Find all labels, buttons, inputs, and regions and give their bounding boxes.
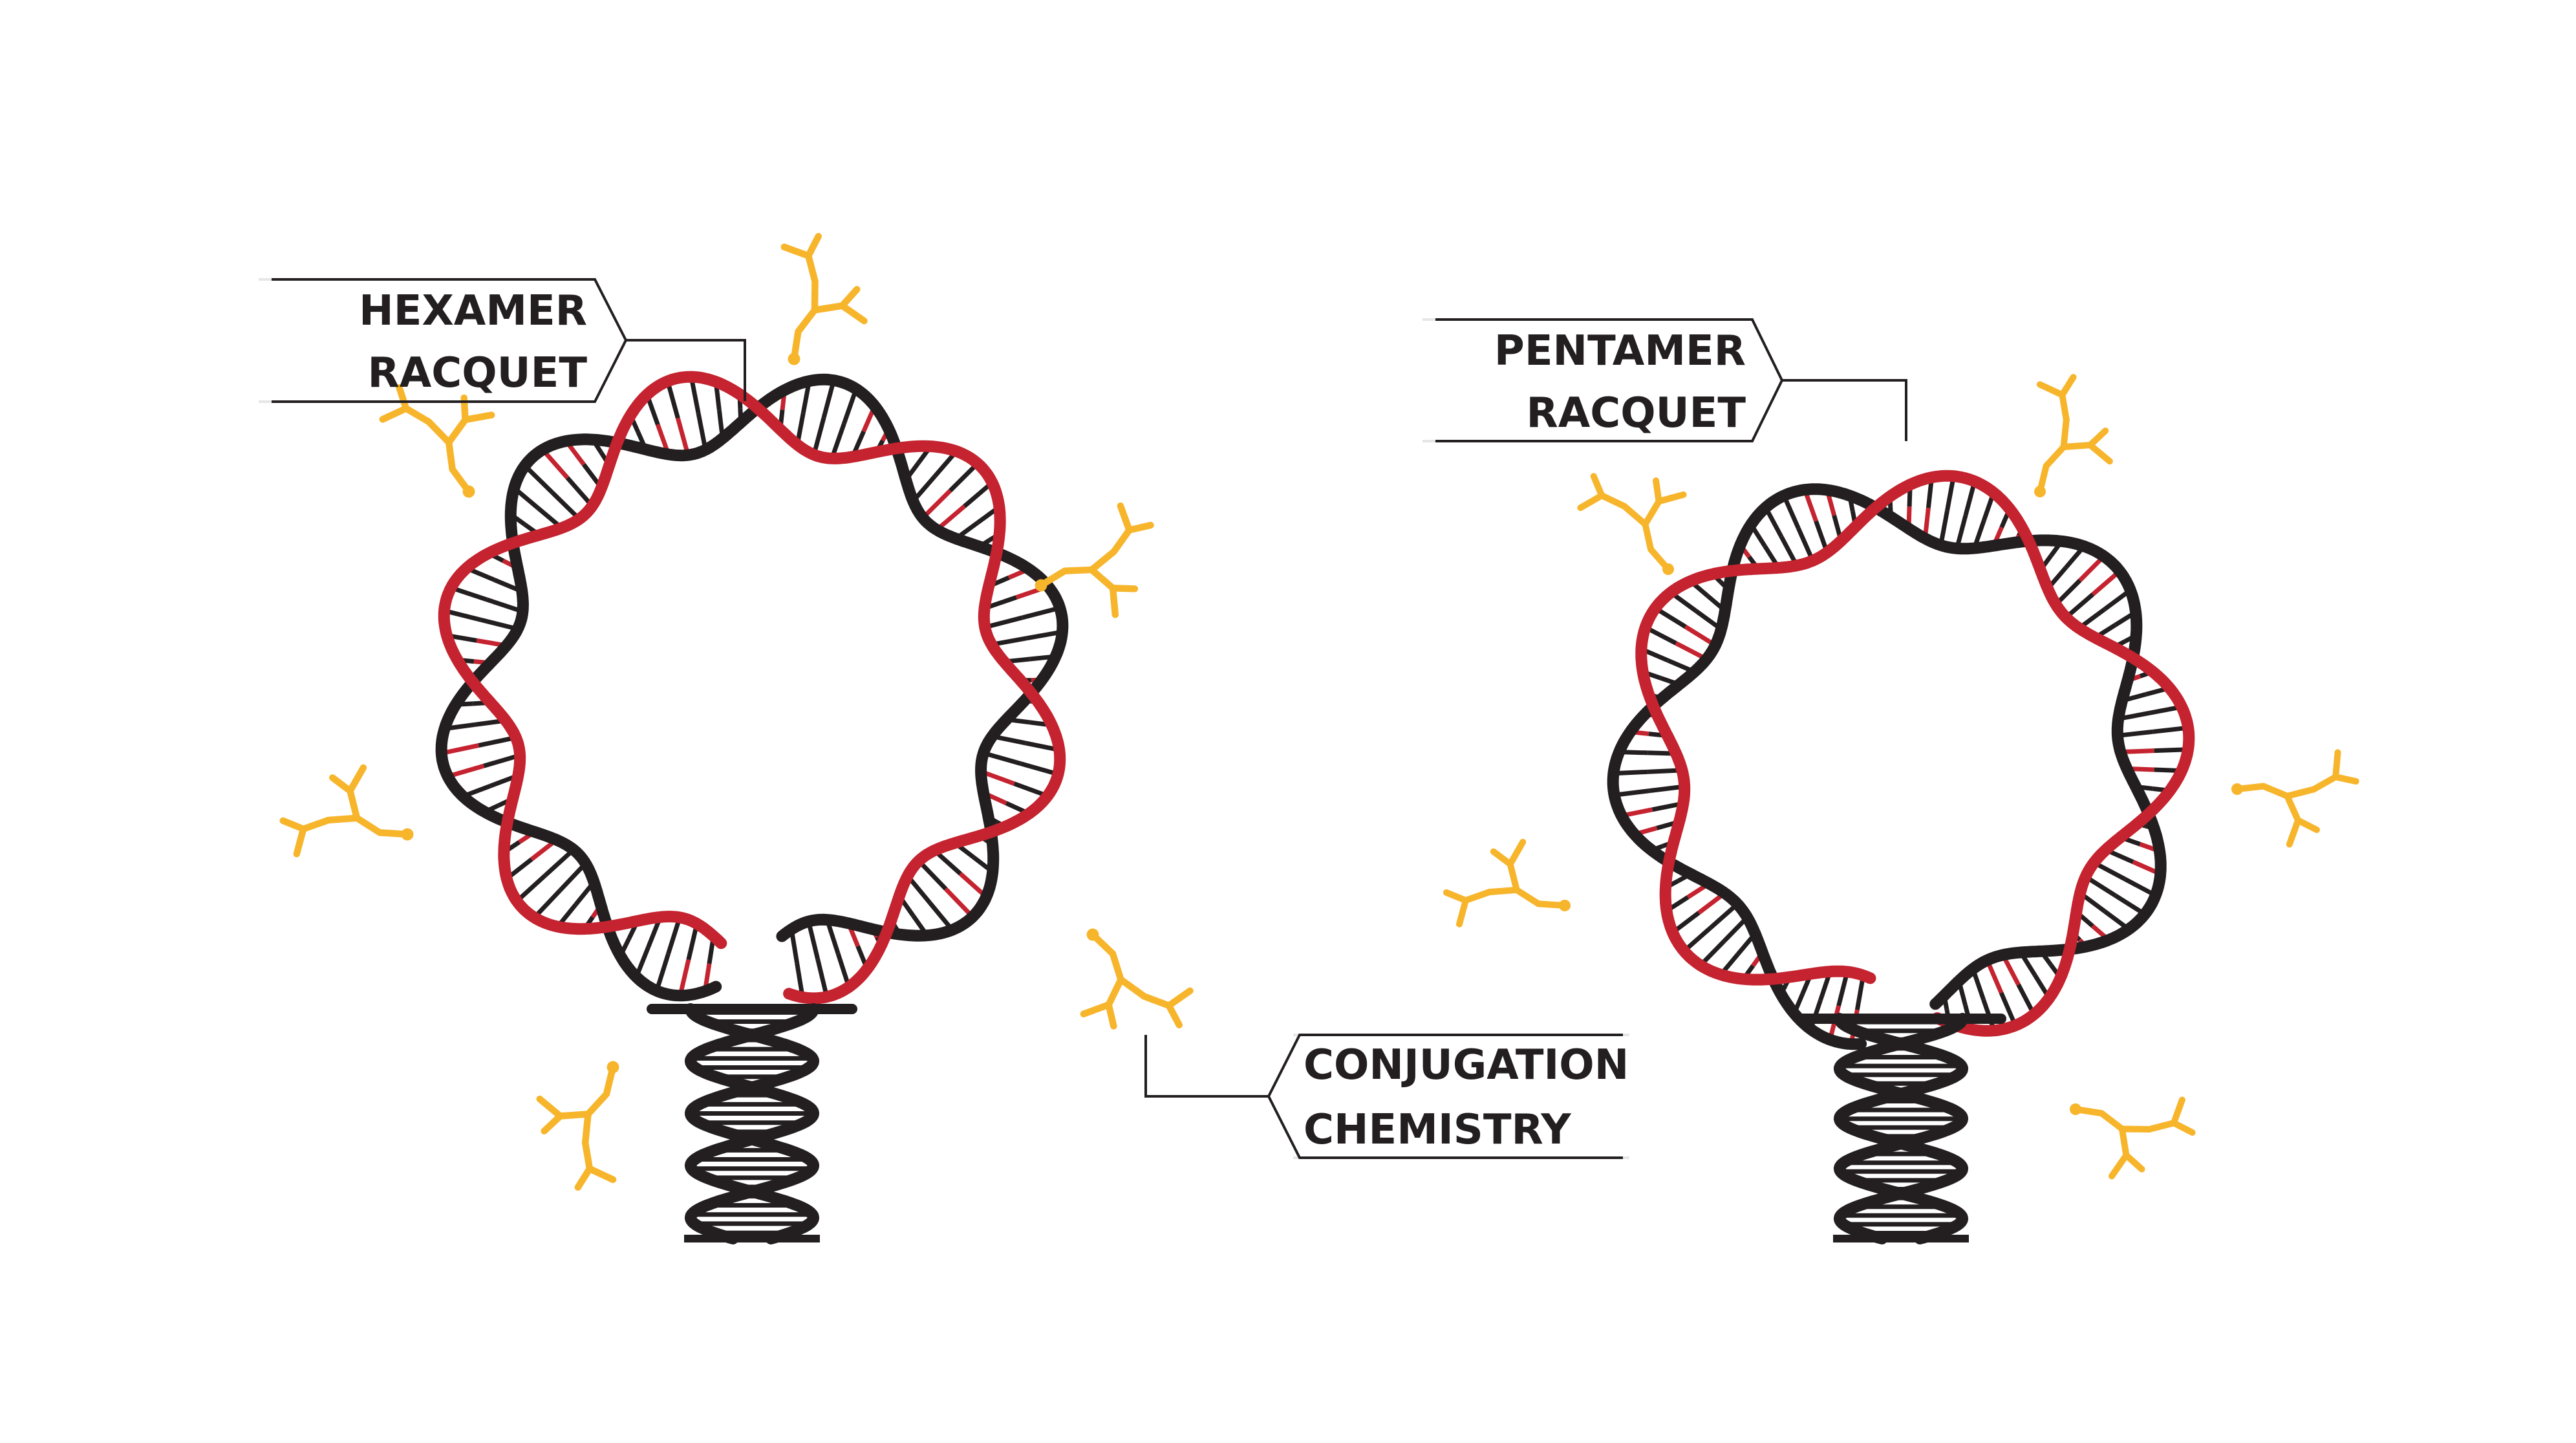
base-pair-rung xyxy=(1999,992,2018,1026)
dna-strand-black xyxy=(435,373,1069,1002)
branched-ligand-icon xyxy=(1577,473,1687,575)
base-pair-rung xyxy=(2091,569,2121,596)
base-pair-rung xyxy=(2152,725,2189,734)
base-pair-rung xyxy=(1020,761,1059,777)
branched-ligand-icon xyxy=(279,764,414,858)
base-pair-rung xyxy=(675,417,691,456)
pentamer-stem-helix xyxy=(1796,1013,2006,1244)
base-pair-rung xyxy=(963,481,994,508)
base-pair-rung xyxy=(811,417,826,455)
base-pair-rung xyxy=(441,743,480,756)
branched-ligand-icon xyxy=(780,233,868,365)
base-pair-rung xyxy=(515,873,547,903)
base-pair-rung xyxy=(830,422,846,459)
stem-strand-b xyxy=(1833,1013,1969,1244)
hexamer-label-line2: RACQUET xyxy=(367,349,587,397)
base-pair-rung xyxy=(2064,592,2095,620)
branched-ligand-icon xyxy=(1443,838,1571,928)
conjugation-label-line2: CHEMISTRY xyxy=(1304,1106,1571,1154)
hexamer-racquet xyxy=(279,233,1194,1244)
stem-strand-a xyxy=(684,1003,820,1244)
base-pair-rung xyxy=(523,464,554,494)
base-pair-rung xyxy=(541,448,570,480)
branched-ligand-icon xyxy=(379,384,495,498)
pentamer-leader-line xyxy=(1782,379,1907,441)
base-pair-rung xyxy=(1654,606,1687,629)
branched-ligand-icon xyxy=(2231,749,2359,848)
base-pair-rung xyxy=(532,889,562,919)
base-pair-rung xyxy=(1684,624,1717,647)
base-pair-rung xyxy=(1682,926,1713,953)
base-pair-rung xyxy=(1709,902,1739,929)
conjugation-callout-frame xyxy=(1267,1034,1623,1159)
base-pair-rung xyxy=(1945,475,1956,512)
conjugation-label-line1: CONJUGATION xyxy=(1304,1041,1629,1089)
base-pair-rung xyxy=(665,380,680,419)
base-pair-rung xyxy=(447,763,485,779)
base-pair-rung xyxy=(821,380,836,418)
base-pair-rung xyxy=(944,887,974,918)
base-pair-rung xyxy=(654,953,671,992)
branched-ligand-icon xyxy=(536,1061,619,1191)
hexamer-callout: HEXAMER RACQUET xyxy=(259,278,746,403)
base-pair-rung xyxy=(565,476,594,508)
conjugation-callout: CONJUGATION CHEMISTRY xyxy=(1144,1034,1629,1159)
pentamer-label-line2: RACQUET xyxy=(1526,389,1746,437)
hexamer-label-line1: HEXAMER xyxy=(359,287,587,335)
base-pair-rung xyxy=(806,920,821,960)
dna-strand-red xyxy=(438,371,1066,1004)
base-pair-rung xyxy=(689,376,701,414)
base-pair-rung xyxy=(984,615,1024,630)
base-pair-rung xyxy=(1796,527,1815,562)
base-pair-rung xyxy=(696,413,708,451)
base-pair-rung xyxy=(486,597,524,614)
base-pair-rung xyxy=(550,490,581,521)
base-pair-rung xyxy=(1649,784,1685,794)
base-pair-rung xyxy=(543,848,575,878)
base-pair-rung xyxy=(917,859,948,891)
hexamer-stem-helix xyxy=(647,1003,857,1244)
base-pair-rung xyxy=(1985,959,2004,994)
pentamer-callout: PENTAMER RACQUET xyxy=(1422,318,1907,442)
stem-strand-a xyxy=(1833,1013,1969,1244)
base-pair-rung xyxy=(678,959,691,997)
base-pair-rung xyxy=(949,462,980,493)
base-pair-rung xyxy=(815,959,830,997)
base-pair-rung xyxy=(558,862,588,893)
base-pair-rung xyxy=(483,753,521,768)
base-pair-rung xyxy=(2117,729,2153,738)
base-pair-rung xyxy=(666,917,682,955)
pentamer-racquet xyxy=(1443,374,2359,1244)
branched-ligand-icon xyxy=(1080,928,1194,1030)
stem-strand-b xyxy=(684,1003,820,1244)
base-pair-rung xyxy=(1022,605,1061,620)
base-pair-rung xyxy=(921,489,952,520)
base-pair-rung xyxy=(478,735,517,748)
branched-ligand-icon xyxy=(2034,374,2113,497)
base-pair-rung xyxy=(444,608,482,622)
base-pair-rung xyxy=(983,750,1022,766)
base-pair-rung xyxy=(450,585,488,602)
conjugation-leader-line xyxy=(1144,1035,1269,1098)
base-pair-rung xyxy=(1614,788,1650,797)
base-pair-rung xyxy=(1781,494,1801,529)
branched-ligand-icon xyxy=(1035,502,1154,618)
base-pair-rung xyxy=(480,617,519,631)
base-pair-rung xyxy=(842,388,859,425)
hexamer-leader-line xyxy=(626,339,746,401)
dna-strand-red xyxy=(1635,470,2195,1037)
branched-ligand-icon xyxy=(2070,1096,2196,1180)
pentamer-label-line1: PENTAMER xyxy=(1494,327,1746,375)
base-pair-rung xyxy=(686,923,700,960)
